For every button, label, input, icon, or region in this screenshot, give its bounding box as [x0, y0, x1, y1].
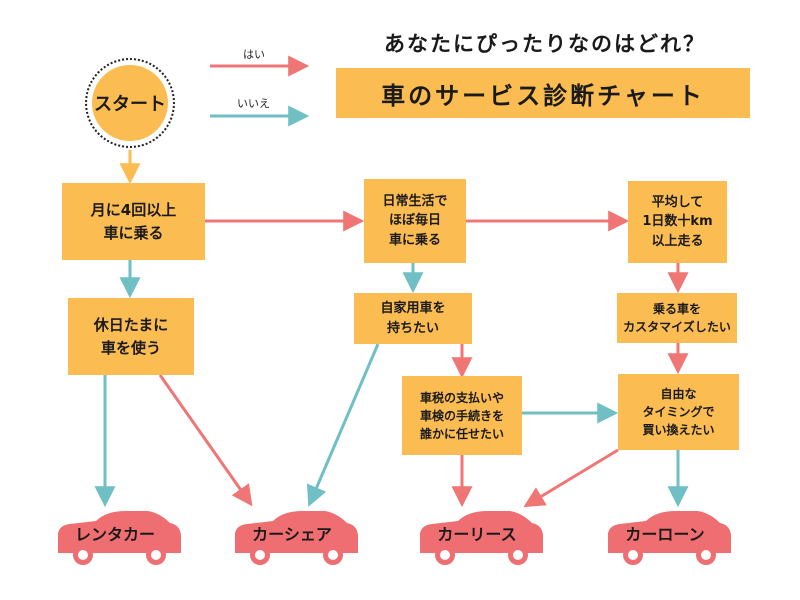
question-distance: 平均して 1日数十km 以上走る — [628, 181, 727, 263]
title-question: あなたにぴったりなのはどれ？ — [384, 32, 706, 56]
legend-no-label: いいえ — [237, 97, 270, 110]
arrow-own-no-share — [306, 343, 380, 507]
title-banner: 車のサービス診断チャート — [336, 68, 750, 118]
legend-yes-label: はい — [243, 48, 265, 61]
question-customize: 乗る車を カスタマイズしたい — [617, 293, 737, 343]
car-icon — [235, 511, 358, 565]
question-monthly: 月に4回以上 車に乗る — [62, 183, 205, 260]
result-lease: カーリース — [410, 505, 550, 565]
result-lease-label: カーリース — [437, 525, 517, 544]
question-timing: 自由な タイミングで 買い換えたい — [618, 374, 739, 450]
question-holiday: 休日たまに 車を使う — [68, 298, 194, 375]
car-icon — [420, 511, 543, 565]
car-icon — [608, 511, 731, 565]
start-node: スタート — [92, 65, 168, 141]
question-daily: 日常生活で ほぼ毎日 車に乗る — [364, 179, 466, 263]
question-own-car: 自家用車を 持ちたい — [354, 293, 472, 344]
car-icon — [58, 511, 181, 565]
question-tax: 車税の支払いや 車検の手続きを 誰かに任せたい — [402, 376, 522, 455]
arrow-holiday-yes-share — [158, 374, 253, 507]
result-share-label: カーシェア — [252, 525, 332, 544]
arrow-timing-yes-lease — [523, 448, 619, 508]
result-rental-label: レンタカー — [74, 525, 155, 544]
result-rental: レンタカー — [48, 505, 188, 565]
result-loan: カーローン — [598, 505, 738, 565]
start-ring — [85, 58, 175, 148]
result-share: カーシェア — [225, 505, 365, 565]
result-loan-label: カーローン — [625, 525, 705, 544]
